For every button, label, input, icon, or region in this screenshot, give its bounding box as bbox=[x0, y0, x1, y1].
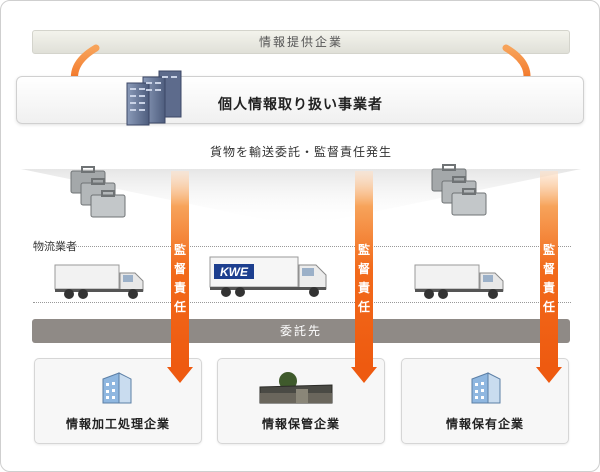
resp-char: 督 bbox=[357, 262, 370, 276]
company-label: 情報保有企業 bbox=[445, 417, 524, 431]
briefcase-stack-right bbox=[431, 164, 487, 216]
resp-char: 督 bbox=[542, 262, 555, 276]
resp-char: 督 bbox=[173, 262, 186, 276]
resp-char: 責 bbox=[357, 281, 370, 295]
briefcase-stack-left bbox=[70, 166, 126, 218]
resp-char: 責 bbox=[173, 281, 186, 295]
truck-icon-left bbox=[54, 264, 144, 299]
kwe-logo-text: KWE bbox=[220, 265, 249, 279]
arrow-processing bbox=[167, 171, 193, 383]
operator-box bbox=[16, 76, 584, 124]
responsibility-label-processing: 監 督 責 任 bbox=[172, 241, 188, 317]
server-icon bbox=[126, 70, 182, 126]
resp-char: 監 bbox=[542, 243, 555, 257]
consignment-text: 貨物を輸送委託・監督責任発生 bbox=[209, 145, 392, 159]
briefcase-icon bbox=[431, 164, 487, 216]
arrow-holding bbox=[536, 171, 562, 383]
dotted-line-top bbox=[33, 246, 571, 247]
resp-char: 任 bbox=[542, 300, 555, 314]
warehouse-icon bbox=[259, 372, 333, 404]
contractor-bar: 委託先 bbox=[32, 319, 570, 343]
kwe-logo-icon bbox=[214, 264, 254, 279]
building-icon bbox=[471, 372, 501, 404]
company-box-storage: 情報保管企業 bbox=[217, 358, 385, 444]
arrow-storage bbox=[351, 171, 377, 383]
resp-char: 監 bbox=[357, 243, 370, 257]
resp-char: 監 bbox=[173, 243, 186, 257]
company-label: 情報保管企業 bbox=[261, 417, 340, 431]
building-icon bbox=[102, 372, 132, 404]
resp-char: 責 bbox=[542, 281, 555, 295]
truck-icon-right bbox=[414, 264, 504, 299]
briefcase-icon bbox=[70, 166, 126, 218]
truck-icon-kwe: KWE bbox=[209, 256, 327, 297]
company-label: 情報加工処理企業 bbox=[65, 417, 170, 431]
resp-char: 任 bbox=[173, 300, 186, 314]
responsibility-label-storage: 監 督 責 任 bbox=[356, 241, 372, 317]
responsibility-label-holding: 監 督 責 任 bbox=[541, 241, 557, 317]
dotted-line-bottom bbox=[33, 302, 571, 303]
info-provider-bar: 情報提供企業 bbox=[32, 30, 570, 54]
operator-label: 個人情報取り扱い事業者 bbox=[218, 97, 383, 113]
resp-char: 任 bbox=[357, 300, 370, 314]
